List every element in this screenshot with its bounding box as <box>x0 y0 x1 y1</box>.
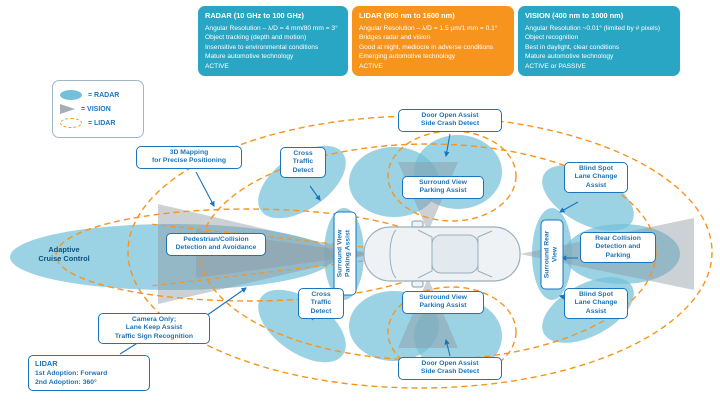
callout-surround-rear-view: Surround Rear View <box>540 219 564 290</box>
legend-lidar-label: = LIDAR <box>88 119 116 127</box>
radar-zone-door-open-bottom <box>414 299 502 373</box>
radar-info-line: Angular Resolution – λ/D = 4 mm/80 mm = … <box>205 24 338 32</box>
radar-info-line: Mature automotive technology <box>205 53 294 61</box>
car-roof <box>431 234 479 274</box>
arrow-door-open-top <box>444 133 451 158</box>
callout-door-open-top: Door Open Assist Side Crash Detect <box>398 109 502 132</box>
lidar-symbol-icon <box>60 118 82 128</box>
callout-blind-spot-top: Blind Spot Lane Change Assist <box>564 162 628 194</box>
label-adaptive-cruise: Adaptive Cruise Control <box>38 245 90 263</box>
car-hood-line <box>389 229 397 279</box>
lidar-note-line1: 1st Adoption: Forward <box>35 369 108 377</box>
callout-surround-view-front: Surround View Parking Assist <box>333 211 357 296</box>
vision-symbol-icon <box>60 104 75 114</box>
lidar-adoption-note: LIDAR 1st Adoption: Forward 2nd Adoption… <box>28 355 150 392</box>
car-top-view <box>363 220 521 288</box>
car-mirror-top <box>411 220 424 228</box>
legend-radar-label: = RADAR <box>88 91 120 99</box>
callout-door-open-bottom: Door Open Assist Side Crash Detect <box>398 357 502 380</box>
callout-surround-view-bottom: Surround View Parking Assist <box>402 291 484 314</box>
callout-rear-collision: Rear Collision Detection and Parking <box>580 232 656 264</box>
callout-pedestrian-collision: Pedestrian/Collision Detection and Avoid… <box>166 233 266 256</box>
arrow-blind-spot-top <box>559 201 579 213</box>
car-rear-window <box>477 230 493 278</box>
callout-cross-traffic-top: Cross Traffic Detect <box>280 147 326 179</box>
legend-item-vision: = VISION <box>60 104 136 114</box>
lidar-ring-door-top <box>387 130 517 222</box>
legend: = RADAR = VISION = LIDAR <box>52 80 144 138</box>
lidar-info-title: LIDAR (900 nm to 1600 nm) <box>359 11 455 20</box>
callout-camera-only: Camera Only; Lane Keep Assist Traffic Si… <box>98 313 210 345</box>
callout-3d-mapping: 3D Mapping for Precise Positioning <box>136 146 242 169</box>
car-mirror-bottom <box>411 280 424 288</box>
arrow-camera-only <box>205 287 247 317</box>
radar-info-box: RADAR (10 GHz to 100 GHz) Angular Resolu… <box>198 6 348 77</box>
radar-zone-cross-traffic-bottom <box>258 289 346 363</box>
legend-vision-label: = VISION <box>81 105 111 113</box>
vision-info-line: Angular Resolution ~0.01° (limited by # … <box>525 24 661 32</box>
arrow-door-open-bottom <box>444 338 451 357</box>
lidar-info-box: LIDAR (900 nm to 1600 nm) Angular Resolu… <box>352 6 514 77</box>
vision-info-line: Mature automotive technology <box>525 53 614 61</box>
lidar-info-line: Emerging automotive technology <box>359 53 456 61</box>
callout-blind-spot-bottom: Blind Spot Lane Change Assist <box>564 288 628 320</box>
lidar-note-title: LIDAR <box>35 359 58 368</box>
arrow-cross-traffic-top <box>309 185 321 201</box>
legend-item-radar: = RADAR <box>60 90 136 100</box>
vision-info-box: VISION (400 nm to 1000 nm) Angular Resol… <box>518 6 680 77</box>
radar-info-line: Object tracking (depth and motion) <box>205 34 307 42</box>
radar-symbol-icon <box>60 90 82 100</box>
lidar-info-line: Good at night, mediocre in adverse condi… <box>359 43 494 51</box>
radar-info-line: Insensitive to environmental conditions <box>205 43 319 51</box>
vision-info-title: VISION (400 nm to 1000 nm) <box>525 11 624 20</box>
callout-surround-view-top: Surround View Parking Assist <box>402 176 484 199</box>
lidar-info-line: ACTIVE <box>359 62 383 70</box>
lidar-ring-door-bottom <box>387 286 517 378</box>
lidar-note-line2: 2nd Adoption: 360° <box>35 379 97 387</box>
radar-info-line: ACTIVE <box>205 62 229 70</box>
lidar-info-line: Bridges radar and vision <box>359 34 431 42</box>
vision-info-line: Object recognition <box>525 34 579 42</box>
legend-item-lidar: = LIDAR <box>60 118 136 128</box>
vision-info-line: ACTIVE or PASSIVE <box>525 62 587 70</box>
vision-info-line: Best in daylight, clear conditions <box>525 43 620 51</box>
lidar-info-line: Angular Resolution – λ/D = 1.5 μm/1 mm =… <box>359 24 498 32</box>
arrow-3d-mapping <box>195 171 215 207</box>
radar-info-title: RADAR (10 GHz to 100 GHz) <box>205 11 304 20</box>
callout-cross-traffic-bottom: Cross Traffic Detect <box>298 288 344 320</box>
